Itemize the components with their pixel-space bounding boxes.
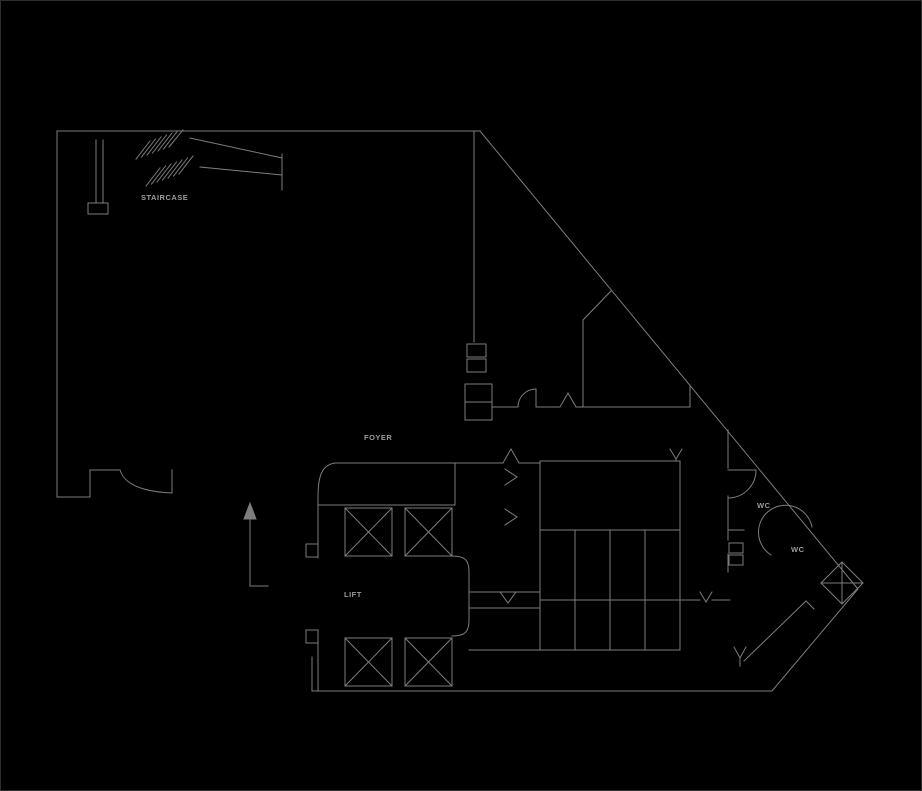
left-bottom-notch	[56, 469, 121, 498]
foyer-side-door-symbols	[504, 468, 518, 526]
door-swing-arc	[517, 388, 537, 408]
left-bottom-door-arc	[119, 469, 173, 494]
bottom-right-door-symbol	[733, 646, 747, 667]
lift-lobby-passage	[468, 591, 541, 609]
duct-2	[466, 358, 487, 373]
wc-fixtures	[728, 542, 744, 566]
staircase-wall	[87, 139, 109, 215]
wall-linework	[56, 129, 864, 692]
staircase-landing	[189, 137, 283, 191]
duct-1	[466, 343, 487, 358]
staircase-lower-flight-hatching	[145, 155, 194, 187]
lift-shaft-3	[344, 637, 393, 687]
north-arrow	[249, 515, 269, 587]
lift-label: LIFT	[344, 590, 362, 599]
riser-box	[464, 383, 493, 421]
plan-labels: STAIRCASE FOYER LIFT WC WC	[141, 193, 805, 599]
lift-shaft-4	[404, 637, 453, 687]
bottom-right-hatch-square	[820, 561, 864, 605]
wc-upper-door-swing	[727, 469, 757, 499]
north-arrow-head	[243, 501, 257, 520]
wc-partition-wall	[727, 429, 745, 573]
lift-lobby-wall	[451, 555, 470, 637]
double-door-symbol	[559, 391, 577, 408]
bottom-right-inner-wall	[743, 600, 815, 662]
wc-lower-label: WC	[791, 545, 805, 554]
staircase-label: STAIRCASE	[141, 193, 188, 202]
lift-shaft-1	[344, 507, 393, 557]
lift-block-tabs	[305, 543, 319, 644]
foyer-label: FOYER	[364, 433, 392, 442]
foyer-curved-wall	[317, 462, 336, 506]
foyer-door-peak	[502, 447, 520, 464]
staircase-upper-flight-hatching	[135, 129, 184, 160]
room-grid	[539, 460, 681, 651]
inner-room-wall	[582, 290, 691, 408]
wc-cubicle-arc	[758, 504, 813, 556]
outer-wall	[56, 130, 859, 692]
grid-right-door-symbol	[679, 591, 731, 603]
wc-upper-label: WC	[757, 501, 771, 510]
foyer-corridor-wall	[334, 462, 541, 506]
grid-top-door-symbol	[669, 448, 683, 462]
